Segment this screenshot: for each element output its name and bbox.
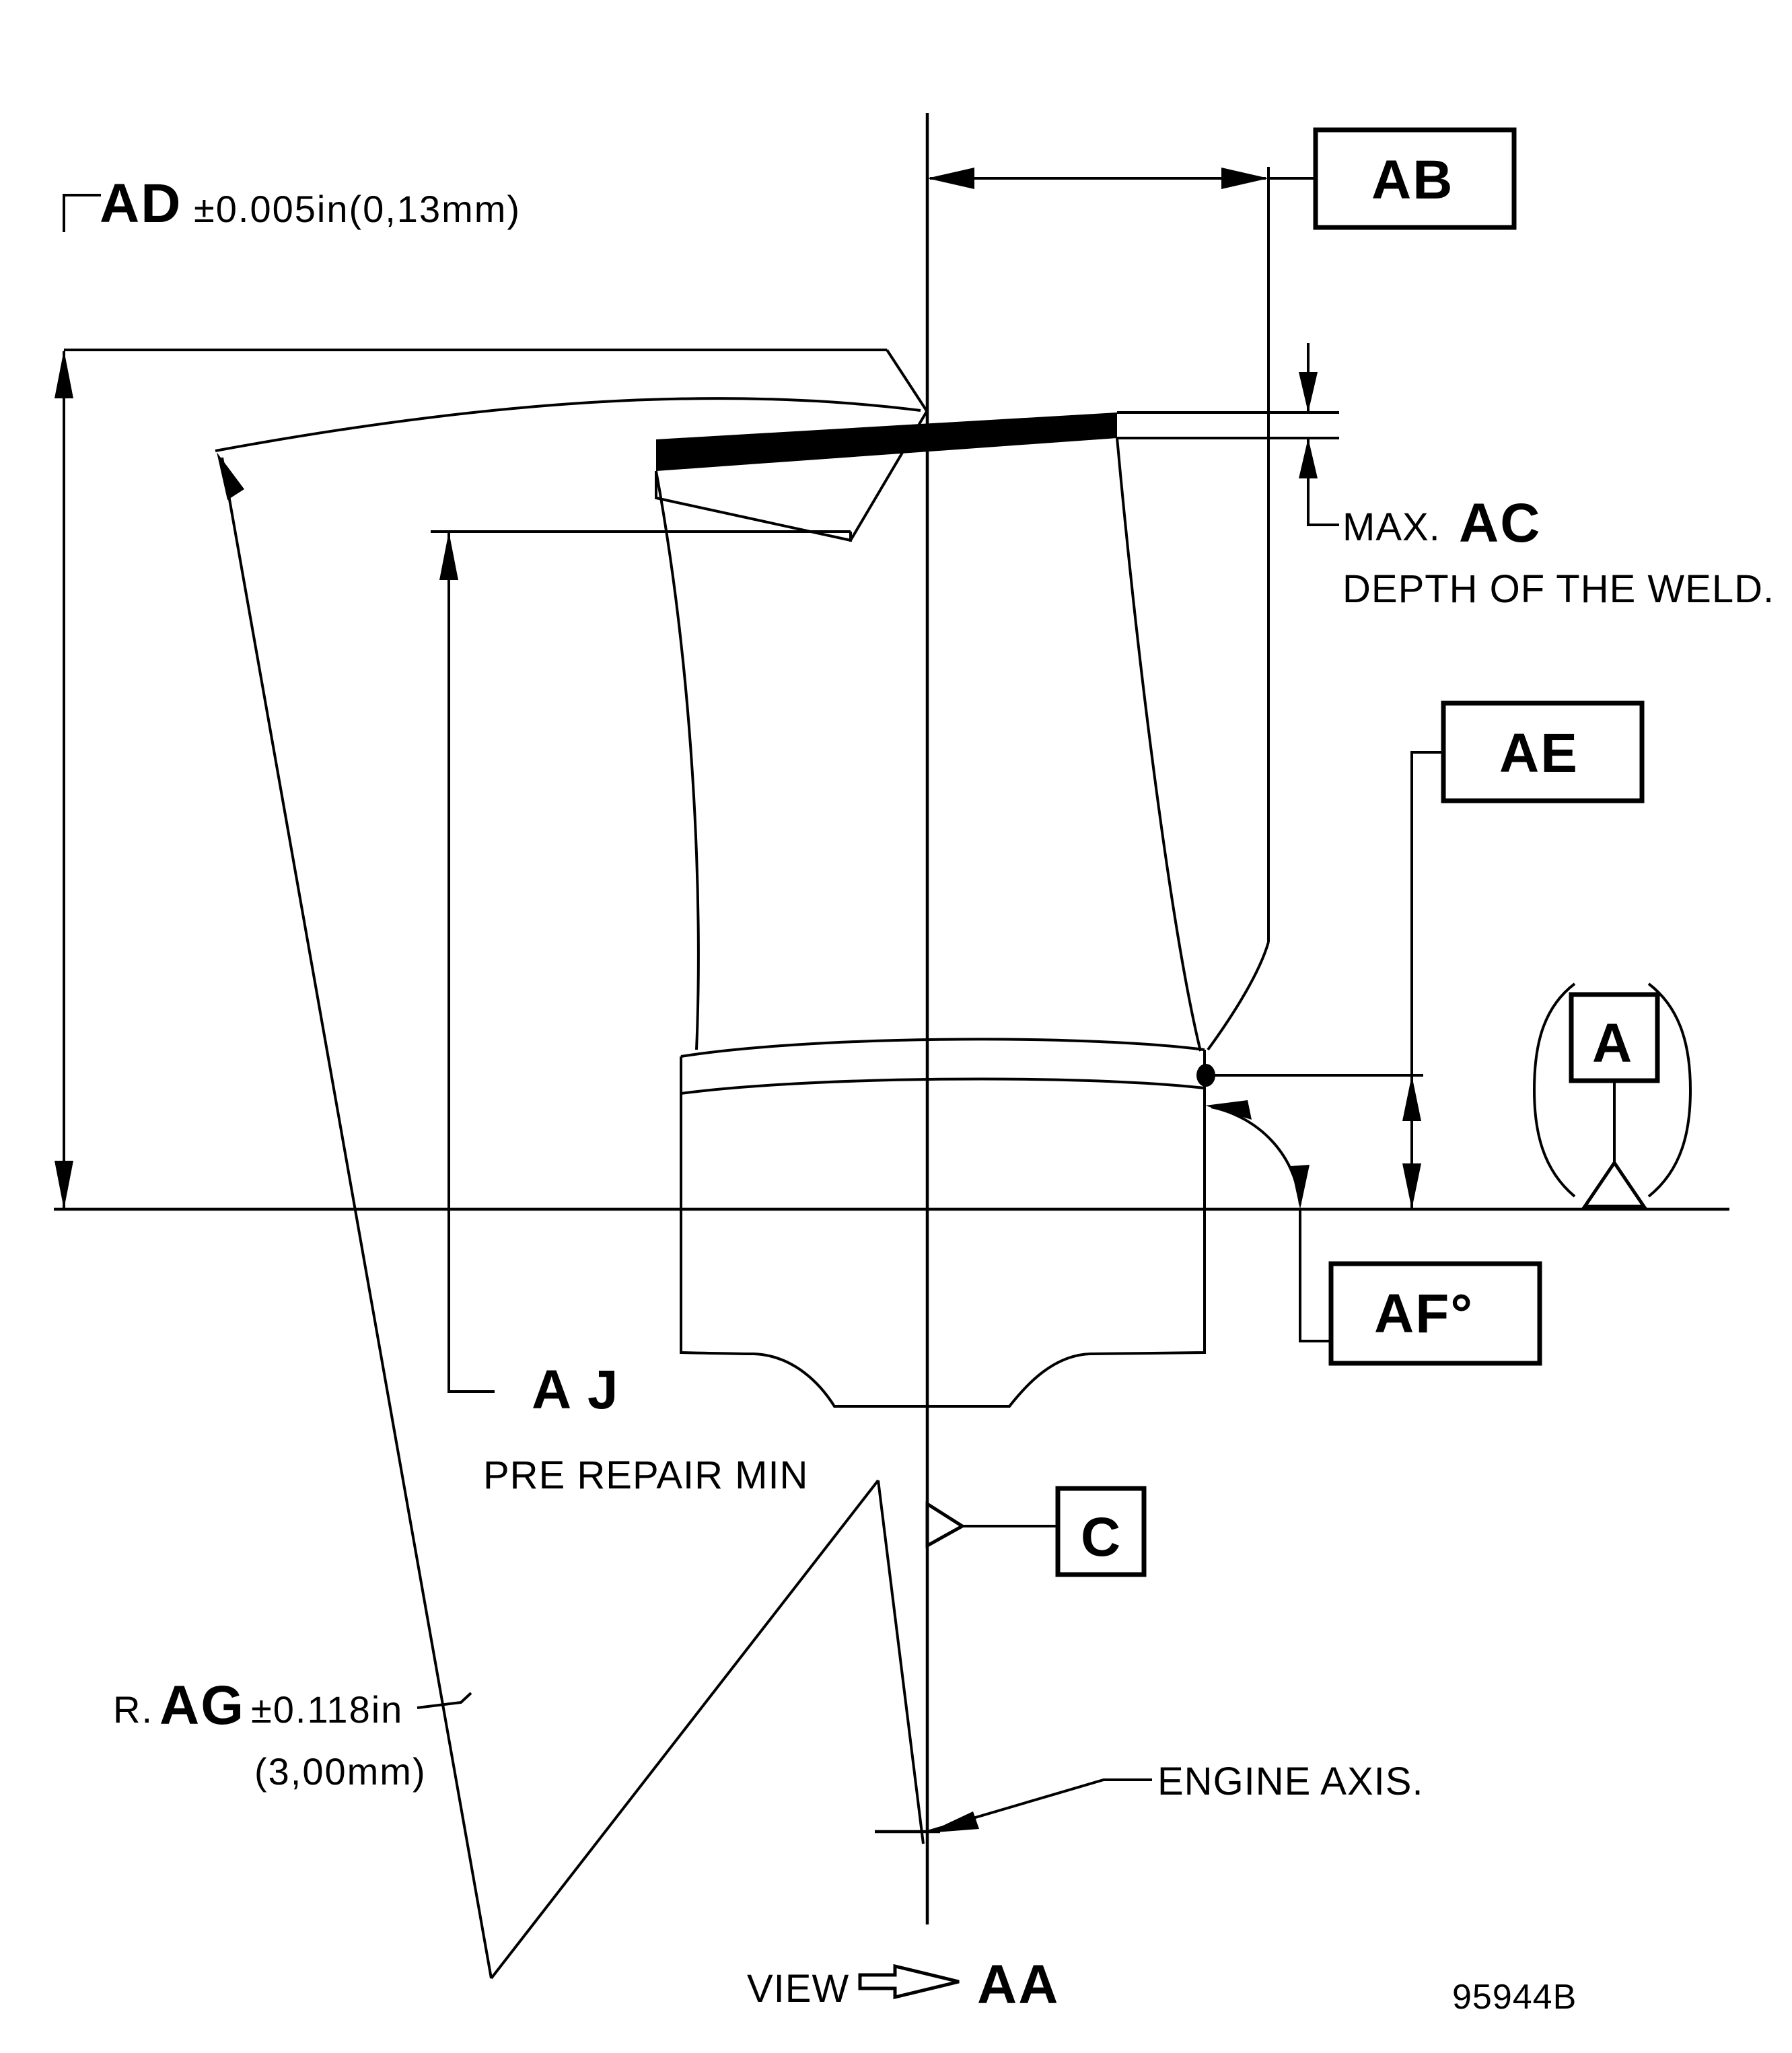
ag-leader-line	[417, 1692, 472, 1709]
af-angle-arc	[1211, 1106, 1301, 1205]
ad-dimension-group: AD ±0.005in(0,13mm)	[55, 173, 521, 1209]
ae-arrow-bottom	[1402, 1163, 1421, 1209]
ab-arrow-left	[927, 168, 974, 189]
ag-radius-arrow	[217, 452, 244, 500]
airfoil-trailing-edge	[1116, 437, 1202, 1052]
airfoil-leading-edge	[655, 470, 700, 1050]
ag-callout-label: AG	[159, 1675, 245, 1736]
platform-band-upper	[680, 1038, 1205, 1058]
weld-band	[656, 412, 1117, 471]
engine-axis-arrow	[927, 1811, 979, 1833]
datum-c-box[interactable]	[1055, 1486, 1147, 1577]
aj-note-label: PRE REPAIR MIN	[483, 1453, 808, 1497]
ab-callout-box[interactable]	[1313, 127, 1517, 230]
drawing-number-label: 95944B	[1452, 1978, 1577, 2017]
ae-arrow-top	[1402, 1075, 1421, 1121]
platform-measure-point	[1196, 1064, 1215, 1087]
ag-prefix-label: R.	[113, 1688, 153, 1731]
datum-a-group: A	[1532, 982, 1692, 1209]
ae-leader-line	[1410, 751, 1443, 1075]
ac-arrow-upper	[1299, 372, 1318, 412]
ag-tolerance-label: ±0.118in	[251, 1688, 403, 1731]
datum-a-right-arc	[1647, 982, 1692, 1198]
ae-callout-box[interactable]	[1441, 700, 1645, 803]
root-body-outline	[680, 1093, 1206, 1408]
af-callout-label: AF°	[1374, 1283, 1474, 1344]
datum-a-left-arc	[1532, 982, 1576, 1198]
af-callout-box[interactable]	[1328, 1261, 1542, 1366]
ag-metric-label: (3,00mm)	[254, 1750, 427, 1793]
af-arrow-end	[1291, 1165, 1310, 1209]
engine-axis-annotation-group: ENGINE AXIS.	[875, 1760, 1424, 1834]
view-label-group: VIEW AA	[747, 1954, 1059, 2015]
platform-band-lower	[680, 1077, 1205, 1095]
aj-arrow-top	[439, 532, 458, 580]
ac-leader-elbow	[1307, 518, 1339, 526]
ab-extension-tail	[1207, 941, 1270, 1051]
datum-a-letter: A	[1592, 1013, 1633, 1074]
ab-dimension-group: AB	[926, 113, 1517, 237]
ag-radius-line-down	[221, 457, 493, 1979]
view-prefix-label: VIEW	[747, 1967, 849, 2011]
datum-a-triangle-icon	[1581, 1159, 1647, 1209]
view-name-label: AA	[977, 1954, 1059, 2015]
ae-dimension-group: AE	[1211, 700, 1645, 1209]
aj-leader-elbow	[447, 1373, 495, 1393]
ae-callout-label: AE	[1499, 723, 1579, 784]
ag-radius-line-up	[490, 1479, 880, 1980]
ac-prefix-label: MAX.	[1342, 505, 1441, 549]
aj-callout-label: A J	[532, 1359, 620, 1420]
ad-tolerance-label: ±0.005in(0,13mm)	[194, 188, 521, 230]
view-direction-arrow-icon	[858, 1964, 960, 2000]
ab-arrow-right	[1221, 168, 1268, 189]
ad-leader-elbow	[63, 194, 101, 232]
ac-callout-label: AC	[1459, 493, 1541, 554]
af-leader-elbow	[1299, 1209, 1331, 1342]
engine-axis-leader	[927, 1778, 1152, 1833]
ad-arrow-top	[55, 350, 73, 398]
ag-radius-line-apex	[877, 1480, 925, 1844]
datum-c-letter: C	[1081, 1507, 1122, 1568]
blade-geometry	[54, 113, 1729, 1924]
tip-step-line	[655, 409, 929, 542]
ag-radius-group: R. AG ±0.118in (3,00mm)	[113, 452, 925, 1980]
ac-note-label: DEPTH OF THE WELD.	[1342, 567, 1775, 611]
ab-callout-label: AB	[1371, 149, 1454, 211]
engine-axis-label: ENGINE AXIS.	[1157, 1760, 1424, 1803]
af-arrow-start	[1205, 1100, 1252, 1120]
ad-callout-label: AD	[100, 173, 182, 234]
ac-dimension-group: MAX. AC DEPTH OF THE WELD.	[1117, 343, 1775, 611]
aj-dimension-group: A J PRE REPAIR MIN	[439, 532, 808, 1497]
blade-camber-line	[215, 397, 921, 452]
af-dimension-group: AF°	[1205, 1100, 1542, 1366]
ac-arrow-lower	[1299, 438, 1318, 478]
tip-upper-chamfer	[886, 349, 929, 413]
ad-arrow-bottom	[55, 1161, 73, 1209]
datum-c-group: C	[925, 1486, 1147, 1577]
datum-c-triangle-icon	[925, 1501, 966, 1549]
